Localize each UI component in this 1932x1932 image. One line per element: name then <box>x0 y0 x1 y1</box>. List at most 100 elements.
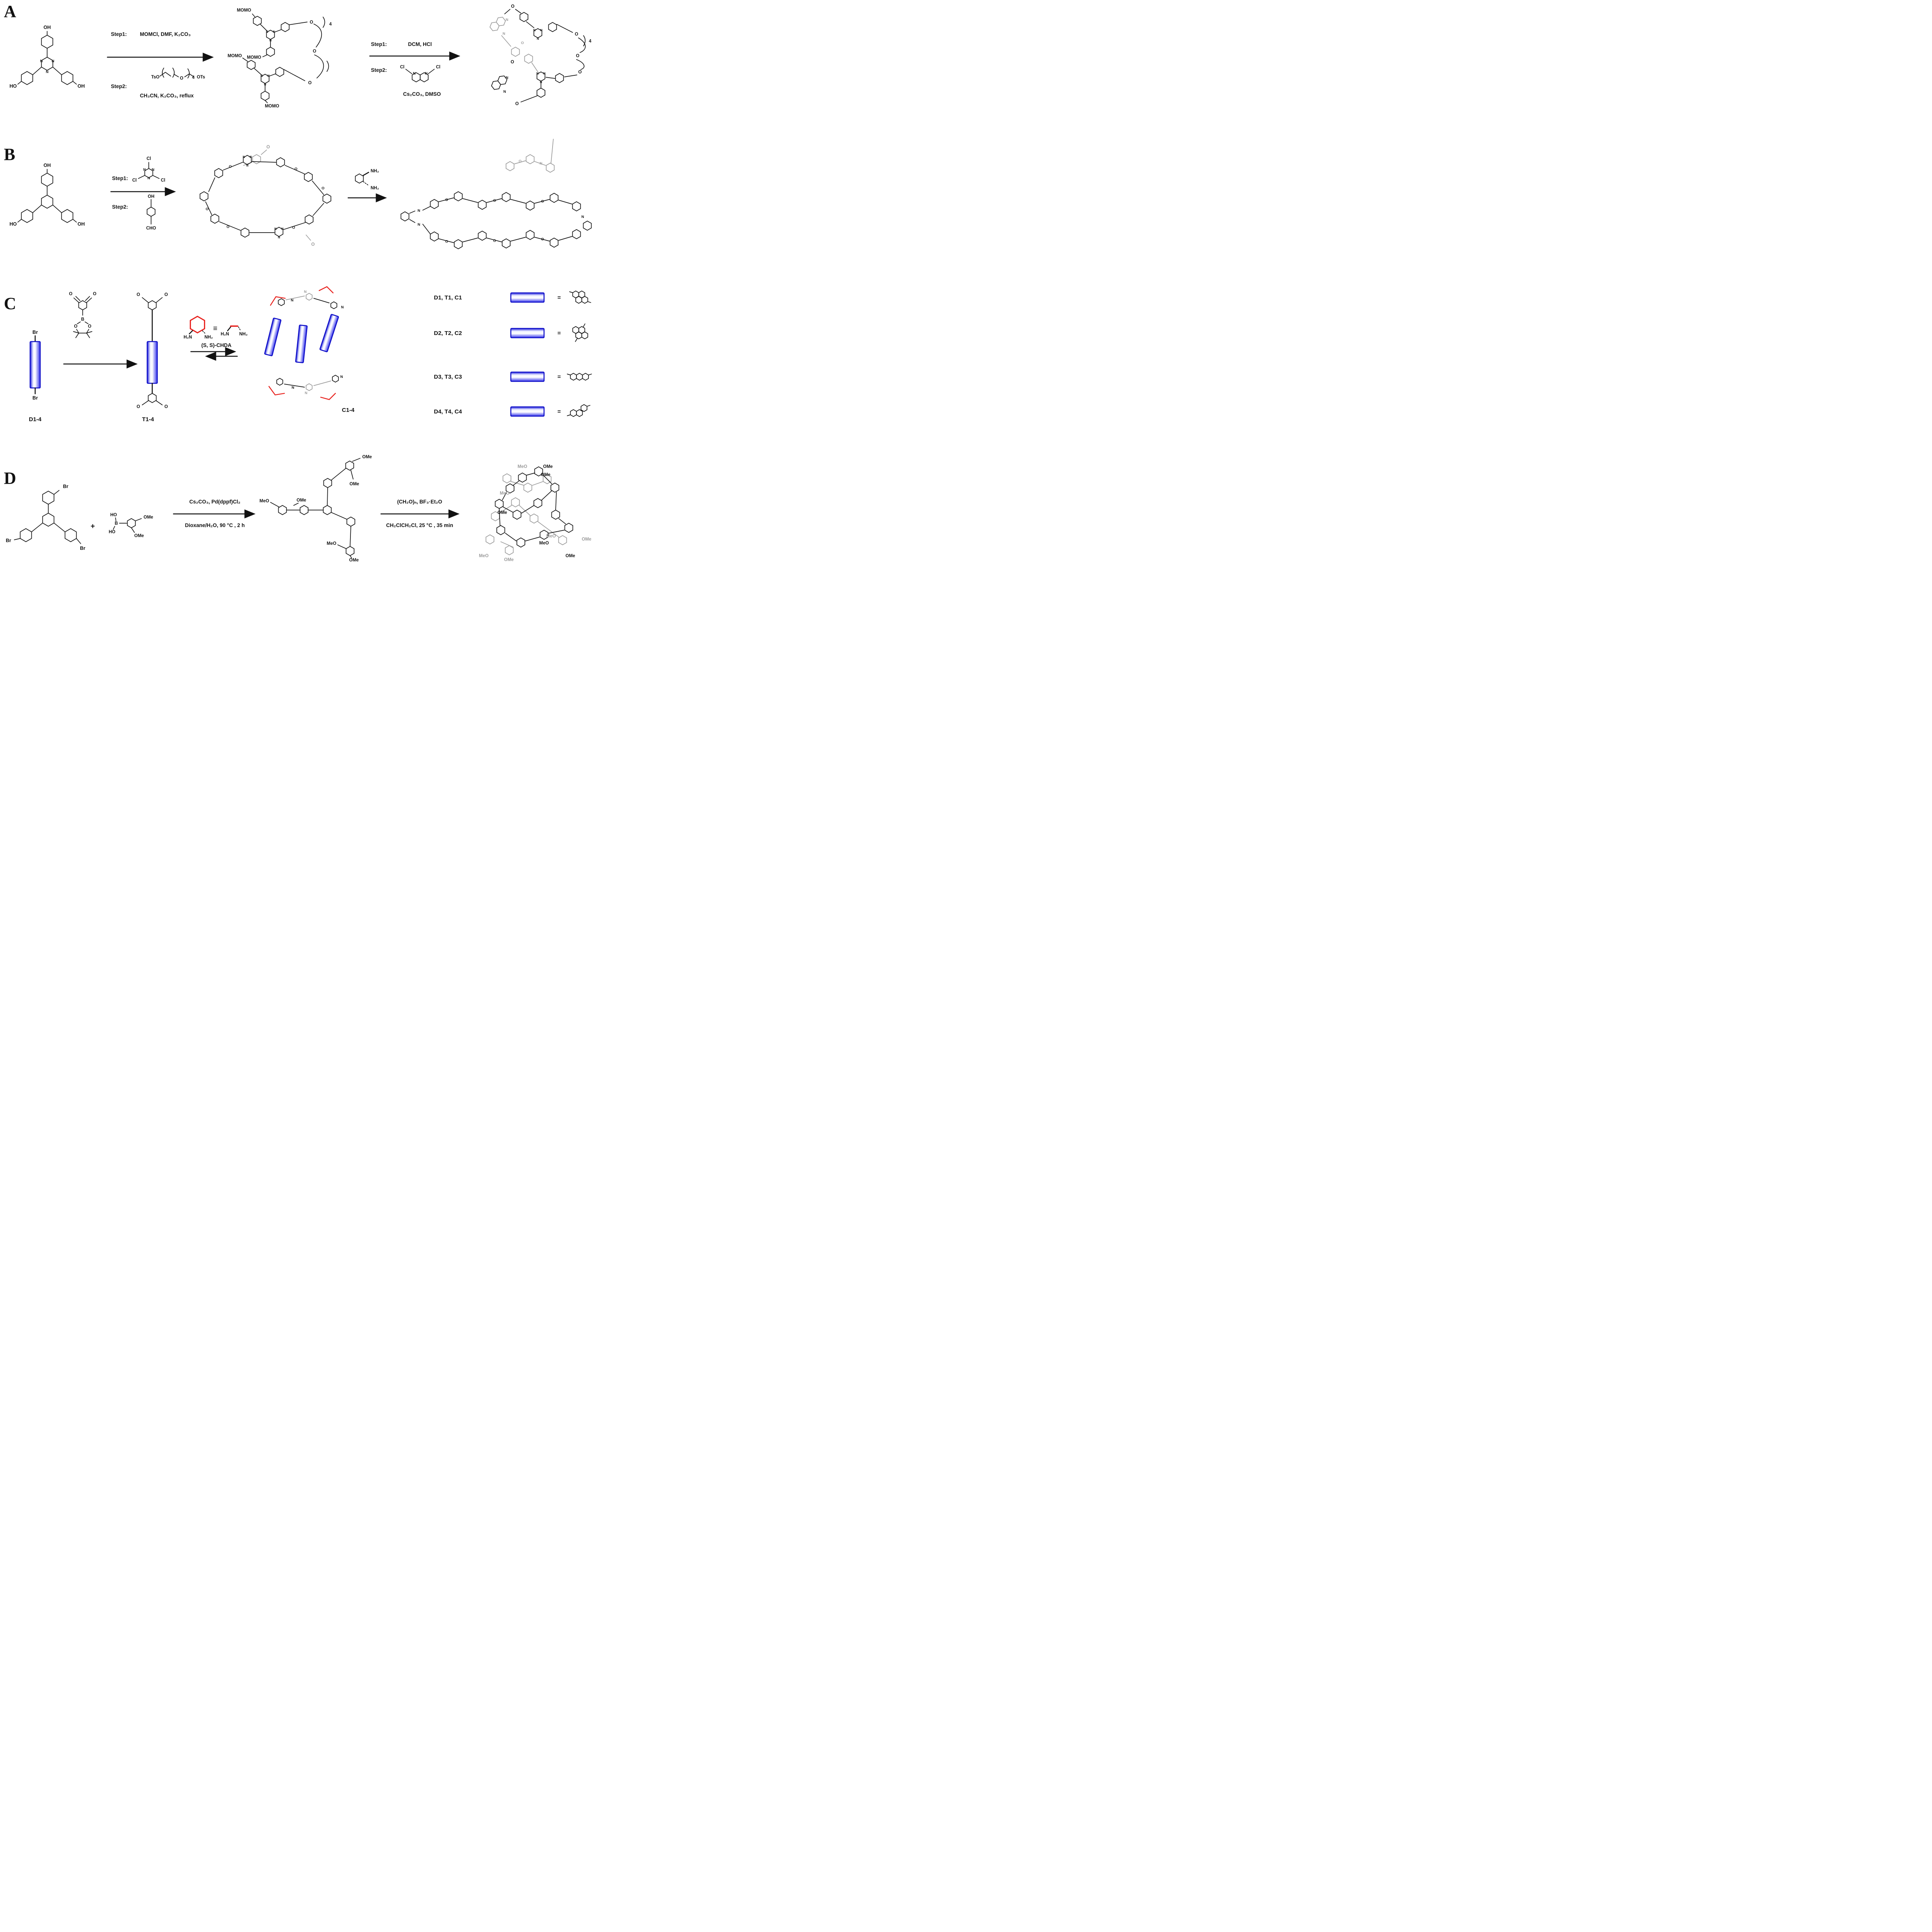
glycol-chain <box>314 54 324 78</box>
pyridine-ring <box>488 20 501 33</box>
bond <box>510 481 524 486</box>
atom-label-n: N <box>246 164 248 167</box>
atom-label-h2n: H₂N <box>184 335 192 340</box>
step2-reagents: Cs₂CO₃, DMSO <box>403 91 441 97</box>
bond <box>72 81 77 85</box>
step1-label: Step1: <box>112 175 128 181</box>
bond <box>439 197 454 202</box>
atom-label-n: N <box>40 59 43 63</box>
atom-label-n: N <box>243 155 245 159</box>
atom-label-oh: OH <box>78 83 85 89</box>
bond <box>86 331 92 333</box>
panel-d: D Br Br Br + HO B HO OMe OMe Cs₂CO₃, Pd(… <box>4 455 591 563</box>
bond <box>293 503 299 506</box>
phenanthrene-structure <box>567 404 590 417</box>
benzene-ring <box>127 518 136 528</box>
bond <box>532 481 544 486</box>
atom-label-ome: OMe <box>541 473 551 477</box>
bond <box>113 526 115 530</box>
atom-label-meo: MeO <box>546 534 556 539</box>
bond <box>131 527 135 533</box>
atom-label-n: N <box>503 90 506 94</box>
benzene-ring <box>572 229 581 239</box>
benzene-ring-back <box>306 383 313 391</box>
atom-label-o: O <box>292 226 295 230</box>
atom-label-n: N <box>340 375 343 379</box>
panel-b: B OH HO OH Step1: Cl Cl Cl N N N Step2: … <box>4 139 592 249</box>
atom-label-ome: OMe <box>582 537 592 542</box>
atom-label-n: N <box>537 37 539 41</box>
repeat-4: 4 <box>329 22 332 27</box>
bond <box>76 538 81 544</box>
reaction-arrow-b1: Step1: Cl Cl Cl N N N Step2: OH CHO <box>110 156 176 231</box>
atom-label-momo: MOMO <box>237 8 251 13</box>
atom-label-o: O <box>88 324 92 329</box>
benzene-ring <box>281 22 290 32</box>
methyl-stub <box>567 374 571 376</box>
bond <box>160 71 171 77</box>
bond <box>260 24 267 31</box>
bond <box>254 68 262 75</box>
chromophore-bar <box>264 318 282 356</box>
methyl-stub <box>587 405 590 407</box>
benzene-ring <box>330 301 337 309</box>
atom-label-n: N <box>292 386 294 390</box>
benzene-ring <box>304 214 314 224</box>
bond <box>558 236 572 241</box>
bond <box>526 473 535 476</box>
atom-label-n: N <box>413 71 416 76</box>
molecule-b-intermediate: O N N N N N N O O O O O O O <box>199 145 332 247</box>
benzene-ring <box>78 300 87 310</box>
molecule-dichloronaphthyridine: Cl Cl N N <box>400 65 440 82</box>
equals-sign: = <box>558 330 561 337</box>
molecule-cyclohexanediamine: NH₂ NH₂ <box>355 169 379 190</box>
repeat-4: 4 <box>192 75 195 80</box>
benzene-ring <box>322 194 332 204</box>
atom-label-o: O <box>511 60 514 65</box>
benzene-ring <box>41 173 53 187</box>
bond <box>52 66 62 75</box>
atom-label-o: O <box>515 102 519 106</box>
atom-label-meo: MeO <box>500 491 510 496</box>
bond <box>546 77 555 79</box>
bond <box>269 73 276 77</box>
panel-letter-a: A <box>4 2 16 21</box>
bond <box>337 544 347 549</box>
bracket <box>162 68 164 78</box>
bond <box>284 384 305 388</box>
benzene-ring <box>61 71 73 85</box>
atom-label-br: Br <box>6 538 11 543</box>
chromophore-bar <box>295 325 308 363</box>
benzene-ring <box>148 300 157 310</box>
atom-label-tso: TsO <box>151 75 160 80</box>
figure-canvas: A OH HO OH N N N Step1: MOMCl, DMF, K₂CO… <box>4 2 592 563</box>
reaction-scheme-figure: A OH HO OH N N N Step1: MOMCl, DMF, K₂CO… <box>0 0 595 563</box>
atom-label-cl: Cl <box>400 65 405 70</box>
step2-label: Step2: <box>112 204 128 210</box>
bond <box>274 29 281 32</box>
atom-label-o: O <box>165 405 168 409</box>
bond <box>77 321 81 324</box>
compound-label-c1-4: C1-4 <box>342 407 355 413</box>
benzene-ring <box>346 517 355 527</box>
equivalence-symbol: ≡ <box>213 325 217 333</box>
atom-label-o: O <box>576 54 580 58</box>
bond <box>503 507 514 513</box>
molecule-d1-4: Br Br D1-4 <box>29 330 42 423</box>
benzene-ring <box>148 393 157 403</box>
atom-label-meo: MeO <box>539 541 549 546</box>
red-linker <box>320 393 336 400</box>
conditions-line2: Dioxane/H₂O, 90 °C , 2 h <box>185 522 245 528</box>
atom-label-o: O <box>541 199 544 204</box>
bond <box>14 538 21 540</box>
benzene-ring-back <box>505 161 515 171</box>
step2-label: Step2: <box>111 83 127 89</box>
bond <box>270 502 279 507</box>
atom-label-n: N <box>273 30 275 34</box>
bond <box>501 35 511 47</box>
panel-letter-d: D <box>4 469 16 488</box>
atom-label-n: N <box>533 29 536 32</box>
dashed-bond <box>238 327 241 331</box>
atom-label-meo: MeO <box>479 554 489 558</box>
bond <box>252 14 255 17</box>
